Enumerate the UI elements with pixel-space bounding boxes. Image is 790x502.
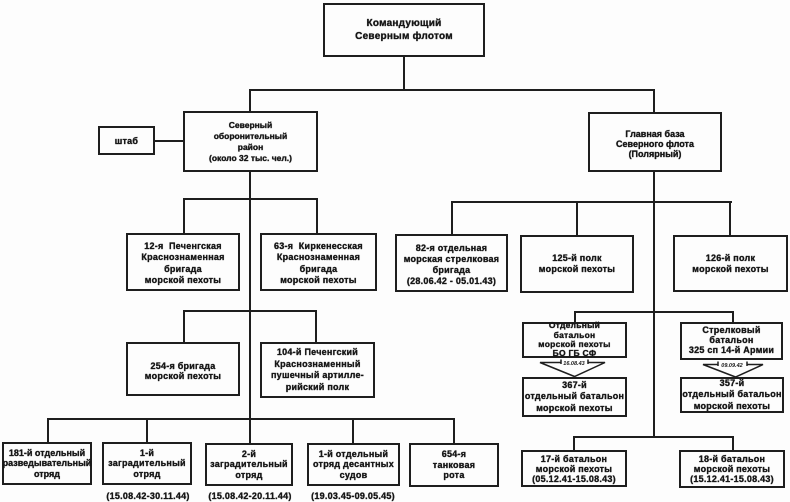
svg-text:16.08.43: 16.08.43 xyxy=(563,361,584,367)
svg-text:09.09.42: 09.09.42 xyxy=(721,363,742,369)
